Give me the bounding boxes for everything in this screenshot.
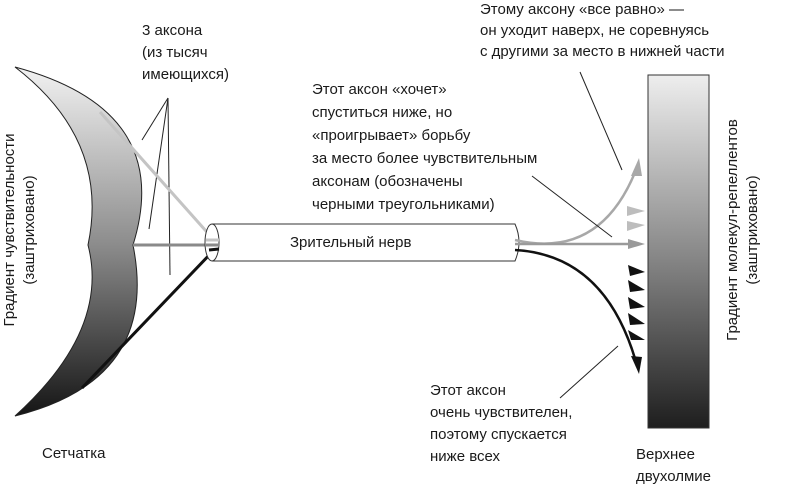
label-line: (из тысяч [142,44,208,61]
bottom-axon-path [514,248,638,363]
pointer-line [141,97,169,141]
label-line: очень чувствителен, [430,404,573,421]
dark-triangle [628,280,645,292]
label-line: двухолмие [636,468,712,485]
optic-nerve-label: Зрительный нерв [290,234,412,251]
label-line: за место более чувствительным [312,150,538,167]
label-line: Этот аксон [430,382,506,399]
dark-triangle [628,297,645,309]
label-line: аксонам (обозначены [312,173,463,190]
dark-triangle [628,265,645,276]
label-line: Этот аксон «хочет» [312,81,447,98]
label-line: 3 аксона [142,22,203,39]
label-line: он уходит наверх, не соревнуясь [480,22,710,39]
pointer-line [148,97,169,230]
axons-count-label: 3 аксона (из тысяч имеющихся) [142,20,229,86]
middle-axon-label: Этот аксон «хочет» спуститься ниже, но «… [312,78,537,216]
label-line: «проигрывает» борьбу [312,127,471,144]
label-line: с другими за место в нижней части [480,43,725,60]
label-line: ниже всех [430,448,501,465]
label-line: (заштриховано) [21,175,38,285]
pointer-line [531,175,613,238]
retina-label: Сетчатка [42,445,106,462]
label-line: (заштриховано) [744,175,761,285]
dark-triangle [628,330,645,340]
top-axon-arrowhead [631,158,642,176]
pointer-line [579,71,623,171]
label-line: спуститься ниже, но [312,104,453,121]
repellent-gradient-bar [647,74,710,429]
label-line: Градиент чувствительности [1,133,18,327]
retina-crescent [14,66,143,417]
dark-axon [80,248,216,390]
label-line: Градиент молекул-репеллентов [724,119,741,341]
pointer-line [559,345,619,399]
label-line: имеющихся) [142,66,229,83]
label-line: поэтому спускается [430,426,567,443]
light-triangle [627,206,645,216]
bottom-axon-label: Этот аксон очень чувствителен, поэтому с… [430,380,572,468]
label-line: черными треугольниками) [312,196,495,213]
top-axon-label: Этому аксону «все равно» — он уходит нав… [480,0,724,62]
dark-triangle [628,313,645,325]
nerve-end [204,223,220,262]
bottom-axon-arrowhead [631,356,642,374]
light-axon [98,111,216,241]
label-line: Этому аксону «все равно» — [480,1,684,18]
middle-axon-arrowhead [628,239,645,249]
light-triangle [627,221,645,231]
superior-colliculus-label: Верхнее двухолмие [636,444,711,488]
repellent-gradient-label: Градиент молекул-репеллентов (заштрихова… [723,100,763,360]
retina-gradient-label: Градиент чувствительности (заштриховано) [0,100,40,360]
label-line: Верхнее [636,446,695,463]
optic-nerve-tube [212,223,520,262]
